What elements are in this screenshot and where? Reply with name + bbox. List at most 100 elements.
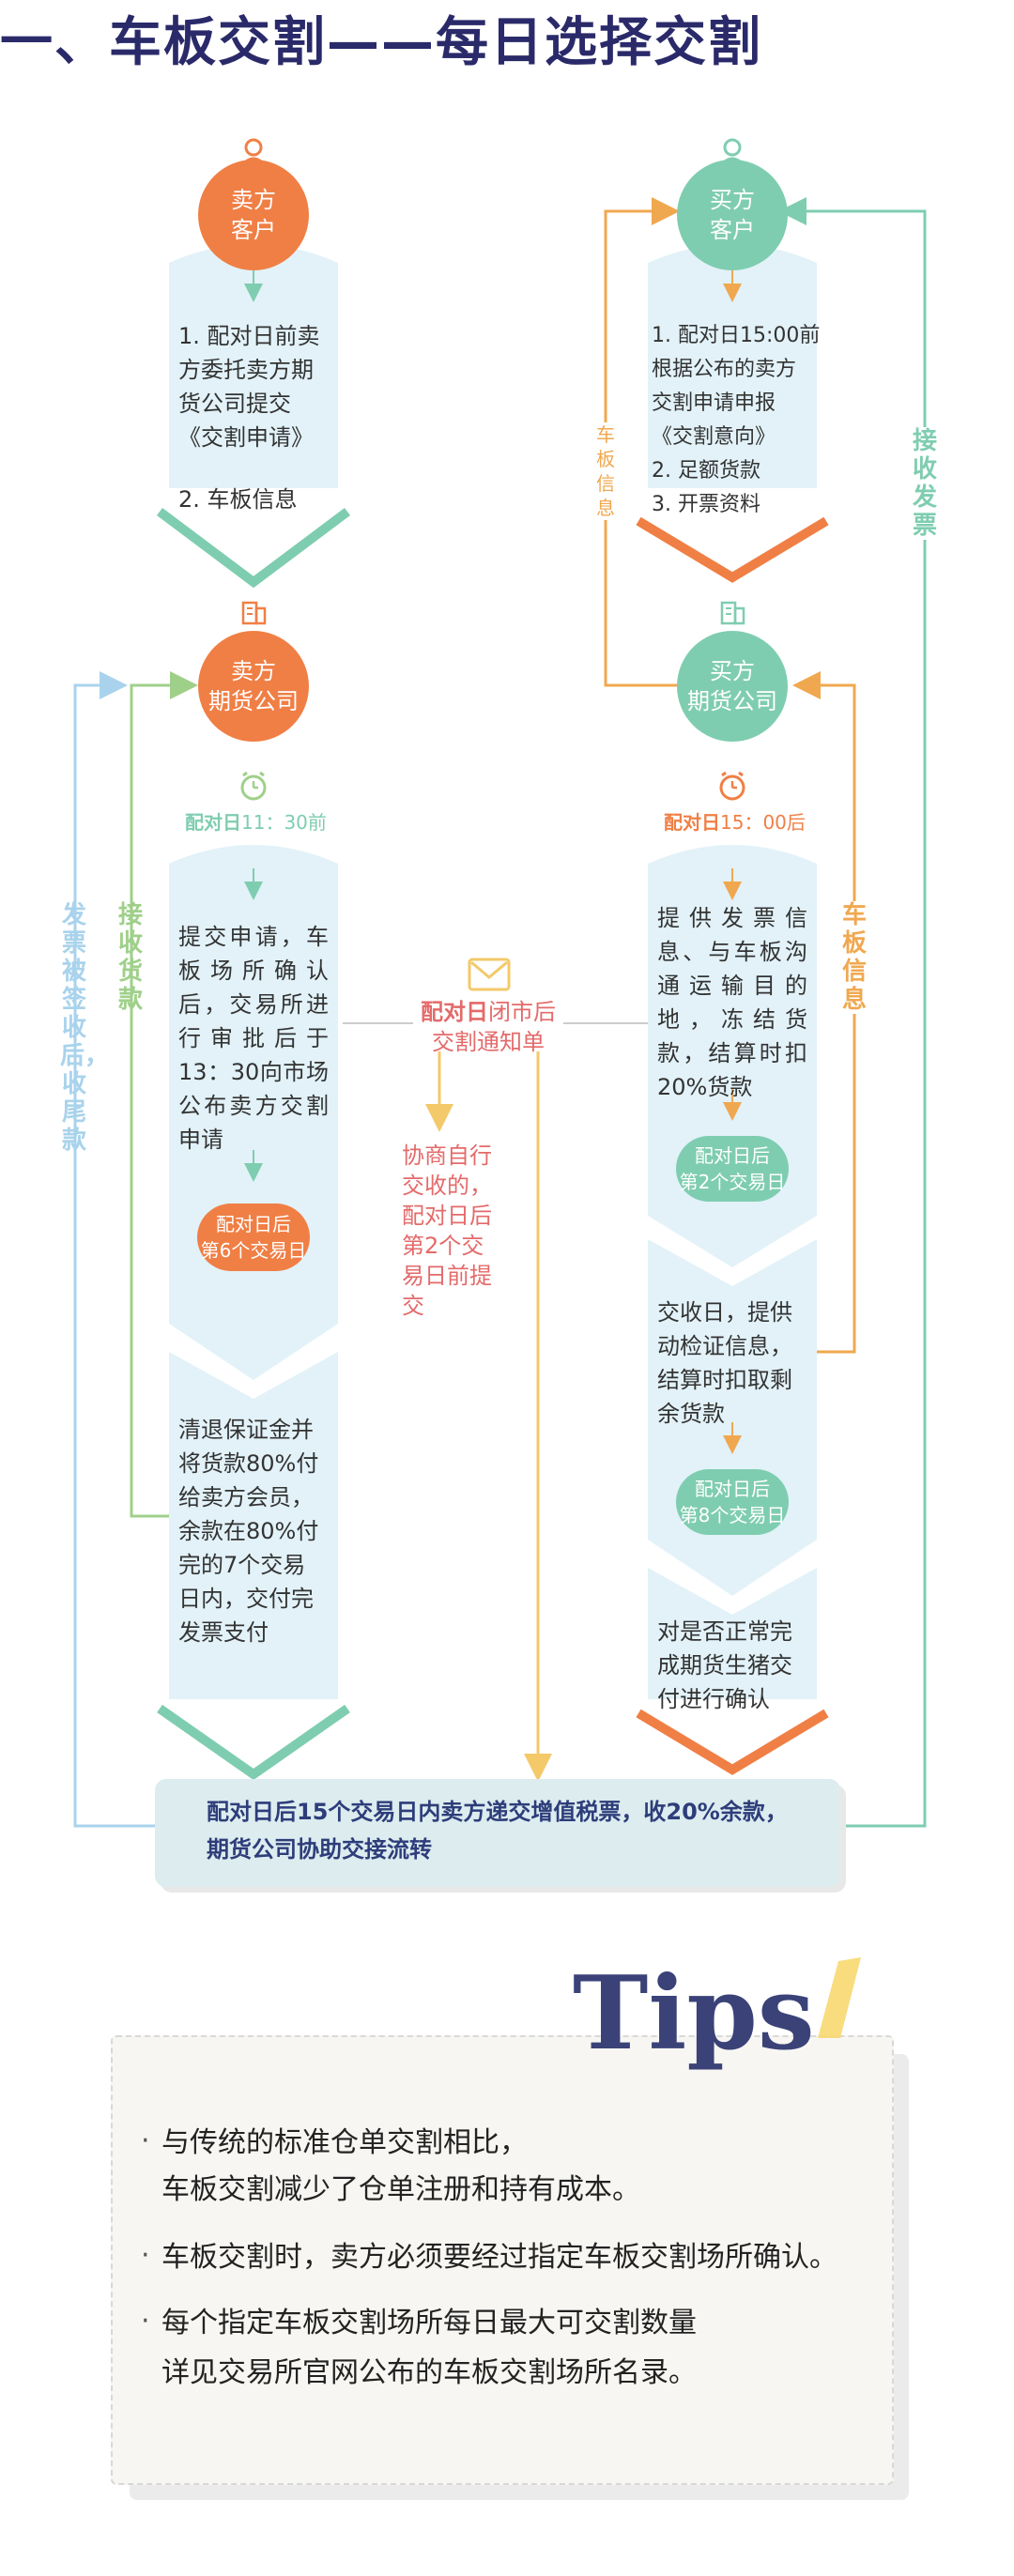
bottom-summary-box: [155, 1779, 840, 1887]
buyer-step1-line: 2. 足额货款: [652, 459, 760, 483]
seller-step2-line: 后，交易所进: [178, 991, 329, 1018]
seller-step3-line: 发票支付: [178, 1619, 269, 1646]
buyer-step1-line: 根据公布的卖方: [652, 358, 797, 381]
buyer-step4-line: 成期货生猪交: [657, 1652, 792, 1679]
buyer-company-line2: 期货公司: [687, 688, 777, 714]
buyer-time-rest: 15：00后: [720, 811, 806, 834]
delivery-notice-label: 配对日闭市后 交割通知单: [404, 997, 573, 1057]
buyer-step2-line: 通运输目的: [657, 973, 807, 999]
tip-1-line1: 与传统的标准仓单交割相比，: [161, 2126, 528, 2159]
buyer-day2-pill: 配对日后 第2个交易日: [676, 1136, 789, 1202]
seller-step2-line: 提交申请，车: [178, 924, 329, 950]
tips-card: [111, 2035, 894, 2485]
buyer-step1-line: 《交割意向》: [652, 425, 776, 449]
buyer-step1-line: 1. 配对日15:00前: [652, 324, 821, 347]
buyer-step2-line: 地，冻结货: [657, 1006, 807, 1033]
buyer-customer-line2: 客户: [710, 217, 755, 243]
buyer-step2-line: 款，结算时扣: [657, 1040, 807, 1066]
buyer-step2-line: 20%货款: [657, 1074, 753, 1100]
buyer-step3-text: 交收日，提供 动检证信息， 结算时扣取剩 余货款: [657, 1296, 817, 1431]
seller-time-bold: 配对日: [185, 811, 241, 834]
buyer-time-bold: 配对日: [664, 811, 720, 834]
seller-customer-line2: 客户: [231, 217, 276, 243]
seller-step1-line: 2. 车板信息: [178, 486, 298, 513]
page-title: 一、车板交割——每日选择交割: [0, 12, 762, 73]
seller-step1-line: 方委托卖方期: [178, 357, 314, 383]
seller-pill-line1: 配对日后: [216, 1213, 291, 1235]
seller-company-line2: 期货公司: [208, 688, 299, 714]
buyer-futures-company-node: 买方 期货公司: [677, 631, 788, 742]
tip-1-line2: 车板交割减少了仓单注册和持有成本。: [161, 2173, 640, 2206]
buyer-day8-pill: 配对日后 第8个交易日: [676, 1469, 789, 1535]
receive-invoice-label: 接收发票: [911, 427, 939, 540]
tips-yellow-accent: [818, 1957, 861, 2038]
seller-customer-node: 卖方 客户: [198, 160, 309, 270]
seller-step2-line: 申请: [178, 1127, 223, 1153]
negotiate-line: 交收的，: [402, 1173, 492, 1199]
negotiate-line: 配对日后: [402, 1203, 492, 1229]
negotiate-line: 协商自行: [402, 1142, 492, 1169]
notice-line2: 交割通知单: [432, 1029, 545, 1055]
buyer-step2-line: 提供发票信: [657, 905, 807, 931]
seller-step3-line: 将货款80%付: [178, 1450, 319, 1477]
buyer-customer-node: 买方 客户: [677, 160, 788, 270]
buyer-step3-line: 交收日，提供: [657, 1299, 792, 1326]
seller-step2-text: 提交申请，车 板场所确认 后，交易所进 行审批后于 13：30向市场 公布卖方交…: [178, 920, 329, 1157]
buyer-step3-line: 结算时扣取剩: [657, 1367, 792, 1393]
notice-rest: 闭市后: [488, 999, 556, 1025]
seller-step1-line: 货公司提交: [178, 391, 291, 417]
negotiate-line: 第2个交: [402, 1233, 484, 1259]
seller-step3-text: 清退保证金并 将货款80%付 给卖方会员， 余款在80%付 完的7个交易 日内，…: [178, 1413, 338, 1649]
buyer-step4-text: 对是否正常完 成期货生猪交 付进行确认: [657, 1615, 817, 1716]
seller-company-line1: 卖方: [231, 658, 276, 684]
seller-step2-line: 板场所确认: [178, 958, 329, 984]
seller-step2-line: 公布卖方交割: [178, 1093, 329, 1119]
tip-bullet: ·: [141, 2239, 150, 2272]
seller-time-rest: 11：30前: [241, 811, 327, 834]
seller-step1-line: 《交割申请》: [178, 424, 314, 451]
buyer-customer-line1: 买方: [710, 187, 755, 213]
column-arrows: [244, 270, 742, 1454]
seller-step2-line: 行审批后于: [178, 1025, 329, 1051]
buyer-step1-line: 3. 开票资料: [652, 493, 760, 516]
invoice-signed-label: 发票被签收后，收尾款: [60, 901, 110, 1155]
seller-step3-line: 给卖方会员，: [178, 1484, 314, 1510]
buyer-pill1-line1: 配对日后: [695, 1144, 770, 1167]
buyer-step4-line: 付进行确认: [657, 1686, 770, 1712]
seller-step1-line: [178, 454, 338, 483]
seller-pill-line2: 第6个交易日: [200, 1239, 307, 1262]
seller-customer-line1: 卖方: [231, 187, 276, 213]
self-negotiated-note: 协商自行 交收的， 配对日后 第2个交 易日前提 交: [402, 1141, 505, 1321]
buyer-clock-icon: [719, 771, 745, 801]
seller-step3-line: 日内，交付完: [178, 1586, 314, 1612]
tips-heading: Tips: [573, 1955, 815, 2073]
tip-bullet: ·: [141, 2305, 150, 2338]
buyer-step1-text: 1. 配对日15:00前 根据公布的卖方 交割申请申报 《交割意向》 2. 足额…: [652, 319, 821, 522]
truck-info-large-label: 车板信息: [840, 901, 868, 1014]
seller-step3-line: 清退保证金并: [178, 1417, 314, 1443]
seller-step2-line: 13：30向市场: [178, 1059, 329, 1085]
buyer-step3-line: 动检证信息，: [657, 1333, 792, 1359]
buyer-company-line1: 买方: [710, 658, 755, 684]
seller-futures-company-node: 卖方 期货公司: [198, 631, 309, 742]
envelope-icon: [468, 958, 511, 991]
tip-2-line1: 车板交割时，卖方必须要经过指定车板交割场所确认。: [161, 2241, 837, 2274]
receive-payment-label: 接收货款: [117, 901, 143, 1014]
seller-step1-line: 1. 配对日前卖: [178, 323, 320, 349]
buyer-building-icon: [720, 601, 745, 625]
seller-building-icon: [241, 601, 267, 625]
seller-day6-pill: 配对日后 第6个交易日: [197, 1204, 310, 1271]
buyer-pill1-line2: 第2个交易日: [679, 1171, 786, 1193]
seller-clock-icon: [240, 771, 267, 801]
bottom-summary-text: 配对日后15个交易日内卖方递交增值税票，收20%余款， 期货公司协助交接流转: [207, 1793, 826, 1868]
buyer-step3-line: 余货款: [657, 1401, 725, 1427]
buyer-pill2-line1: 配对日后: [695, 1478, 770, 1500]
truck-info-small-label: 车板信息: [593, 422, 618, 520]
buyer-step4-line: 对是否正常完: [657, 1618, 792, 1645]
seller-time-label: 配对日11：30前: [185, 807, 327, 835]
tip-3-line1: 每个指定车板交割场所每日最大可交割数量: [161, 2307, 697, 2339]
bottom-line: 期货公司协助交接流转: [207, 1836, 432, 1863]
seller-step3-line: 余款在80%付: [178, 1518, 319, 1544]
negotiate-line: 交: [402, 1293, 424, 1319]
notice-bold: 配对日: [421, 999, 488, 1025]
